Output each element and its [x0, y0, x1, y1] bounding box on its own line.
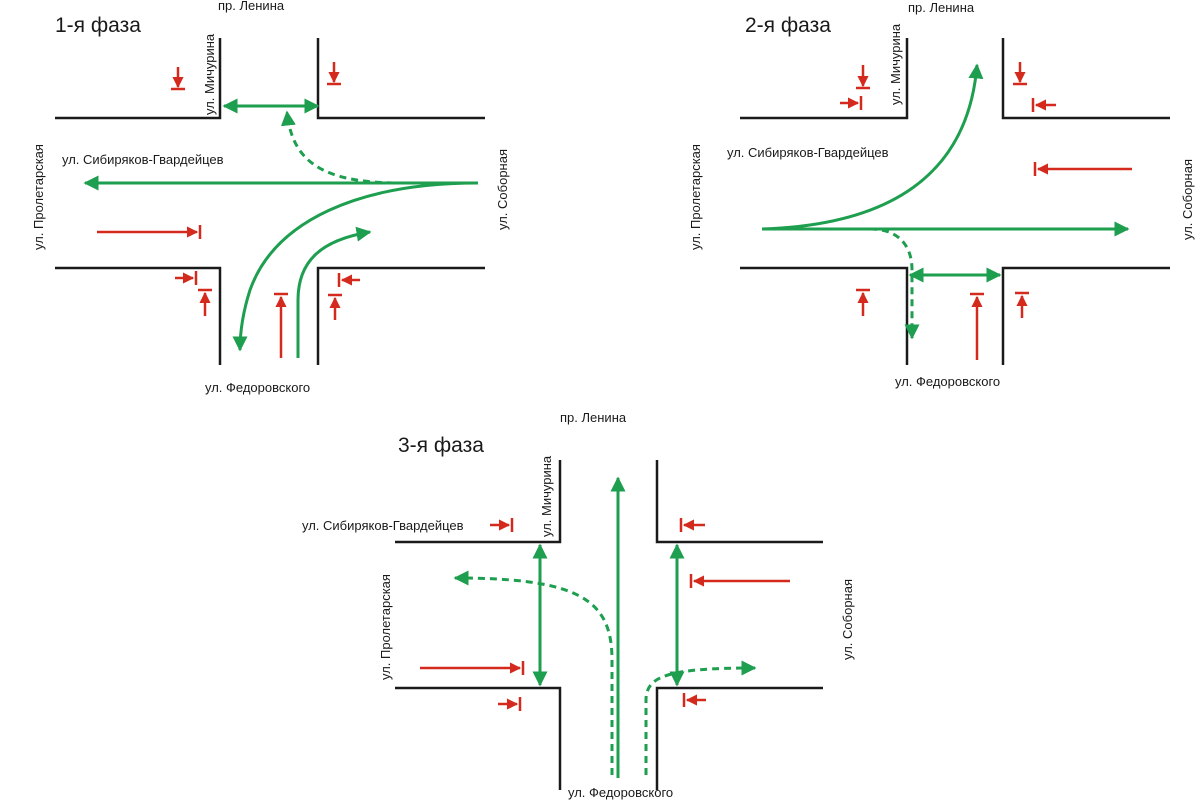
stopped-movements — [420, 518, 790, 711]
road-edge — [655, 460, 823, 544]
stopped-movements — [840, 62, 1132, 360]
road-edge — [55, 266, 222, 365]
phase-3: 3-я фаза пр. Ленина ул. Мичурина ул. Сиб… — [302, 410, 855, 800]
street-label-west-road: ул. Сибиряков-Гвардейцев — [62, 152, 224, 167]
green-arrow-dashed-turn-east — [644, 660, 757, 775]
street-label-north-side: ул. Мичурина — [539, 455, 554, 537]
road-edge — [740, 38, 909, 120]
allowed-movements — [761, 63, 1130, 340]
phase-title: 2-я фаза — [745, 14, 831, 37]
road-edge — [316, 266, 485, 365]
green-arrow-dashed-turn-north — [280, 110, 478, 185]
road-edge — [395, 686, 562, 790]
road-edge — [55, 38, 222, 120]
street-label-east: ул. Соборная — [840, 579, 855, 660]
road-edge — [395, 460, 562, 544]
green-arrow-dashed-turn-south — [762, 227, 920, 340]
street-label-north: пр. Ленина — [218, 0, 285, 13]
street-label-north-side: ул. Мичурина — [202, 33, 217, 115]
allowed-movements — [83, 98, 479, 358]
road-edges — [740, 38, 1170, 365]
stopped-movements — [97, 62, 360, 358]
street-label-west-road: ул. Сибиряков-Гвардейцев — [727, 145, 889, 160]
street-label-north-side: ул. Мичурина — [888, 23, 903, 105]
road-edge — [740, 266, 909, 365]
phase-title: 3-я фаза — [398, 434, 484, 457]
phase-title: 1-я фаза — [55, 14, 141, 37]
green-arrow-turn-north — [761, 63, 984, 231]
phase-1: 1-я фаза пр. Ленина ул. Мичурина ул. Сиб… — [31, 0, 510, 395]
street-label-south: ул. Федоровского — [895, 374, 1000, 389]
road-edge — [316, 38, 485, 120]
street-label-west: ул. Пролетарская — [688, 144, 703, 250]
street-label-west: ул. Пролетарская — [31, 144, 46, 250]
road-edges — [395, 460, 823, 790]
street-label-north: пр. Ленина — [908, 0, 975, 15]
street-label-north: пр. Ленина — [560, 410, 627, 425]
allowed-movements — [453, 476, 757, 778]
road-edges — [55, 38, 485, 365]
green-arrow-turn-south — [232, 181, 479, 352]
phase-2: 2-я фаза пр. Ленина ул. Мичурина ул. Сиб… — [688, 0, 1195, 389]
green-arrow-turn-east — [296, 226, 372, 358]
street-label-east: ул. Соборная — [495, 149, 510, 230]
street-label-west: ул. Пролетарская — [378, 574, 393, 680]
road-edge — [1001, 38, 1170, 120]
street-label-south: ул. Федоровского — [205, 380, 310, 395]
street-label-east: ул. Соборная — [1180, 159, 1195, 240]
street-label-south: ул. Федоровского — [568, 785, 673, 800]
road-edge — [655, 686, 823, 790]
road-edge — [1001, 266, 1170, 365]
street-label-west-road: ул. Сибиряков-Гвардейцев — [302, 518, 464, 533]
green-arrow-dashed-turn-west — [453, 570, 614, 775]
